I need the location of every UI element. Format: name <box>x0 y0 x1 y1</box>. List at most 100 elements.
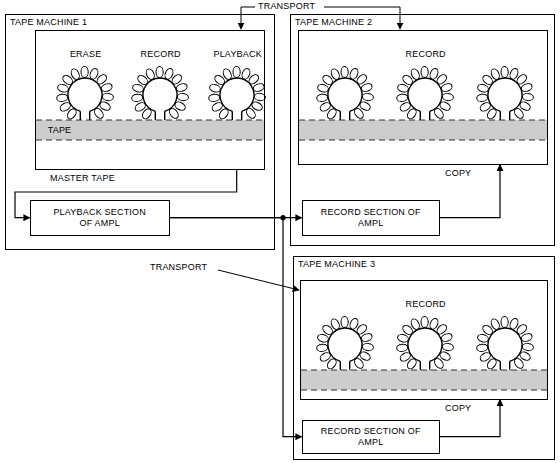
head-pole <box>340 361 341 370</box>
transport-box: RECORD <box>300 280 548 400</box>
head-core <box>328 328 362 361</box>
head-winding <box>353 357 365 370</box>
head-winding <box>59 101 72 113</box>
head-winding <box>513 357 525 370</box>
head-pole <box>155 111 156 120</box>
head-winding <box>209 83 222 93</box>
amplifier-label: PLAYBACK SECTION OF AMPL <box>48 207 152 228</box>
text-slot: TRANSPORT <box>150 262 207 272</box>
leader-line <box>218 270 299 290</box>
amplifier-box: RECORD SECTION OF AMPL <box>302 200 440 236</box>
text-slot: MASTER TAPE <box>50 173 115 183</box>
signal-line <box>440 165 500 218</box>
head-pole <box>241 111 242 120</box>
head-label: RECORD <box>406 49 446 59</box>
tape-band <box>299 120 547 140</box>
label: MASTER TAPE <box>50 173 115 183</box>
head-winding <box>319 101 332 113</box>
head-winding <box>397 83 410 93</box>
head-wheel <box>396 316 453 370</box>
text-slot: TAPE <box>48 125 72 135</box>
head-winding <box>513 107 525 120</box>
head-winding <box>81 66 88 77</box>
machine-title: TAPE MACHINE 1 <box>10 17 87 27</box>
head-winding <box>410 318 421 331</box>
tape-heads <box>56 66 533 370</box>
head-pole <box>509 361 510 370</box>
head-winding <box>396 94 408 102</box>
head-winding <box>145 68 156 81</box>
head-winding <box>56 94 68 102</box>
head-winding <box>131 94 143 102</box>
head-core <box>68 78 102 111</box>
head-winding <box>399 351 412 363</box>
label: TRANSPORT <box>258 1 315 11</box>
text-slot: RECORD <box>366 49 486 59</box>
head-winding <box>316 344 328 352</box>
head-winding <box>341 66 348 77</box>
amplifier-box: RECORD SECTION OF AMPL <box>302 420 440 454</box>
head-winding <box>245 107 257 120</box>
head-winding <box>360 82 373 92</box>
transport-box: ERASERECORDPLAYBACK TAPE <box>35 30 265 170</box>
head-core <box>328 78 362 111</box>
head-winding <box>134 101 147 113</box>
head-winding <box>477 333 490 343</box>
head-wheel <box>316 66 373 120</box>
tape-band <box>301 370 547 390</box>
head-winding <box>476 344 488 352</box>
head-label: ERASE <box>70 49 102 59</box>
head-pole <box>500 111 501 120</box>
head-pole <box>420 361 421 370</box>
text-slot: TAPE MACHINE 3 <box>298 259 375 269</box>
amplifier-label: RECORD SECTION OF AMPL <box>319 426 423 447</box>
head-wheel <box>476 66 533 120</box>
head-winding <box>397 333 410 343</box>
head-label: PLAYBACK <box>213 49 261 59</box>
text-slot: TAPE MACHINE 2 <box>295 17 372 27</box>
head-winding <box>479 101 492 113</box>
head-winding <box>501 66 508 77</box>
head-winding <box>222 68 233 81</box>
head-core <box>488 328 522 361</box>
machine-title: TAPE MACHINE 2 <box>295 17 372 27</box>
head-winding <box>362 93 374 101</box>
head-wheel <box>131 66 188 120</box>
head-winding <box>501 316 508 327</box>
head-winding <box>410 68 421 81</box>
head-winding <box>317 83 330 93</box>
head-pole <box>500 361 501 370</box>
junction-dot <box>280 215 285 220</box>
head-winding <box>316 94 328 102</box>
head-winding <box>168 107 180 120</box>
head-winding <box>177 93 189 101</box>
signal-line <box>440 400 500 437</box>
head-winding <box>520 332 533 342</box>
label: TRANSPORT <box>150 262 207 272</box>
amplifier-label: RECORD SECTION OF AMPL <box>319 207 423 228</box>
text-slot: TAPE MACHINE 1 <box>10 17 87 27</box>
text-slot: RECORD <box>101 49 221 59</box>
label: COPY <box>445 168 471 178</box>
head-winding <box>132 83 145 93</box>
tape-band <box>36 120 264 140</box>
transport-box: RECORD <box>298 30 548 165</box>
head-winding <box>421 66 428 77</box>
head-core <box>143 78 177 111</box>
head-winding <box>156 66 163 77</box>
head-winding <box>57 83 70 93</box>
text-slot: COPY <box>445 403 471 413</box>
head-label: TAPE <box>48 125 72 135</box>
head-core <box>408 78 442 111</box>
head-winding <box>360 332 373 342</box>
head-pole <box>89 111 90 120</box>
head-winding <box>208 94 220 102</box>
head-winding <box>317 333 330 343</box>
head-pole <box>509 111 510 120</box>
head-winding <box>93 107 105 120</box>
label: COPY <box>445 403 471 413</box>
text-slot: TRANSPORT <box>258 1 315 11</box>
leader-line <box>241 7 255 29</box>
tape-machine-box: ERASERECORDPLAYBACK TAPE PLAYBACK SECTION … <box>5 14 275 250</box>
